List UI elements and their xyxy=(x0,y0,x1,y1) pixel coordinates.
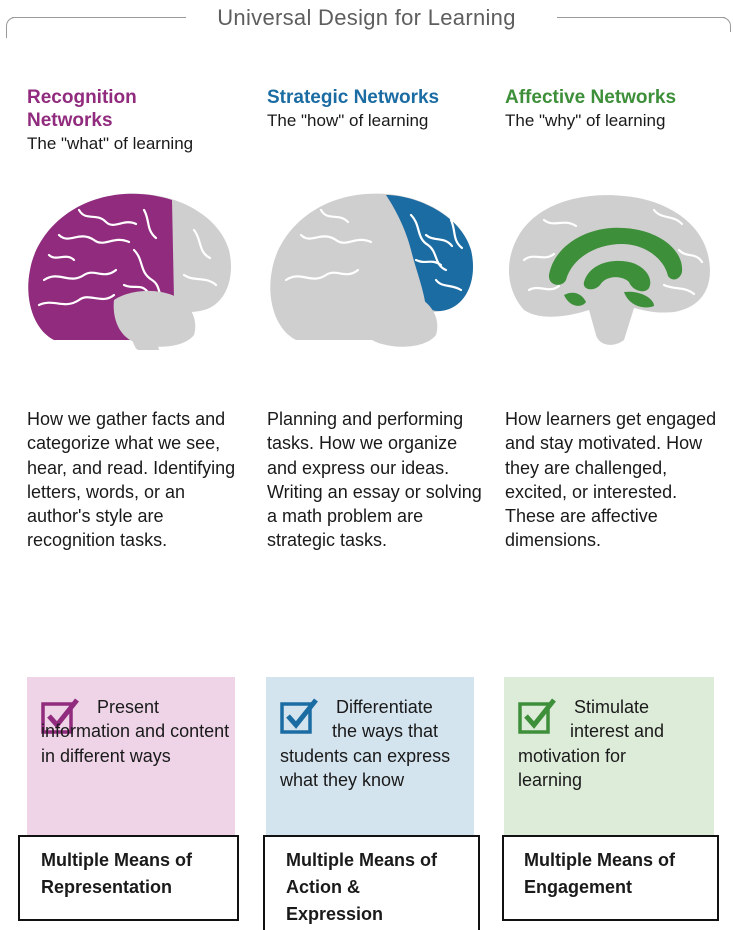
recognition-description: How we gather facts and categorize what … xyxy=(27,409,236,551)
recognition-subtitle: The "what" of learning xyxy=(27,134,194,153)
means-engagement-box: Multiple Means of Engagement xyxy=(502,835,719,921)
engagement-guideline-panel: Stimulate interest and motivation for le… xyxy=(504,677,714,835)
representation-guideline-panel: Present information and content in diffe… xyxy=(27,677,235,835)
means-representation-label: Multiple Means of Representation xyxy=(41,850,193,897)
strategic-brain-illustration xyxy=(270,193,474,347)
action-expression-guideline-panel: Differentiate the ways that students can… xyxy=(266,677,474,835)
engagement-guideline-rest: interest and motivation for learning xyxy=(518,721,665,790)
affective-name: Affective Networks xyxy=(505,87,677,108)
representation-guideline-rest: information and content in different way… xyxy=(41,721,230,766)
action-expression-guideline-text: Differentiate the ways that students can… xyxy=(280,695,460,792)
page-title: Universal Design for Learning xyxy=(217,5,516,30)
action-expression-guideline-rest: the ways that students can express what … xyxy=(280,721,451,790)
means-action-expression-box: Multiple Means of Action & Expression xyxy=(263,835,480,930)
checkbox-check-icon xyxy=(41,698,79,734)
checkbox-check-icon xyxy=(518,698,556,734)
strategic-subtitle: The "how" of learning xyxy=(267,111,429,130)
representation-guideline-text: Present information and content in diffe… xyxy=(41,695,231,768)
representation-guideline-lead: Present xyxy=(97,697,160,717)
means-engagement-label: Multiple Means of Engagement xyxy=(524,850,676,897)
affective-brain-illustration xyxy=(508,195,710,345)
recognition-name: Recognition Networks xyxy=(27,87,137,131)
means-action-expression-label: Multiple Means of Action & Expression xyxy=(286,850,438,924)
frame-corner-right xyxy=(722,17,731,32)
action-expression-guideline-lead: Differentiate xyxy=(336,697,433,717)
strategic-name: Strategic Networks xyxy=(267,87,440,108)
engagement-guideline-lead: Stimulate xyxy=(574,697,650,717)
strategic-heading: Strategic Networks The "how" of learning xyxy=(267,86,497,132)
affective-heading: Affective Networks The "why" of learning xyxy=(505,86,733,132)
engagement-guideline-text: Stimulate interest and motivation for le… xyxy=(518,695,693,792)
affective-description: How learners get engaged and stay motiva… xyxy=(505,409,717,551)
frame-line-left xyxy=(12,17,186,18)
recognition-brain-illustration xyxy=(28,193,232,350)
means-representation-box: Multiple Means of Representation xyxy=(18,835,239,921)
frame-corner-left xyxy=(6,17,15,38)
checkbox-check-icon xyxy=(280,698,318,734)
frame-line-right xyxy=(557,17,725,18)
strategic-description: Planning and performing tasks. How we or… xyxy=(267,409,482,551)
recognition-heading: Recognition Networks The "what" of learn… xyxy=(27,86,257,155)
affective-subtitle: The "why" of learning xyxy=(505,111,666,130)
